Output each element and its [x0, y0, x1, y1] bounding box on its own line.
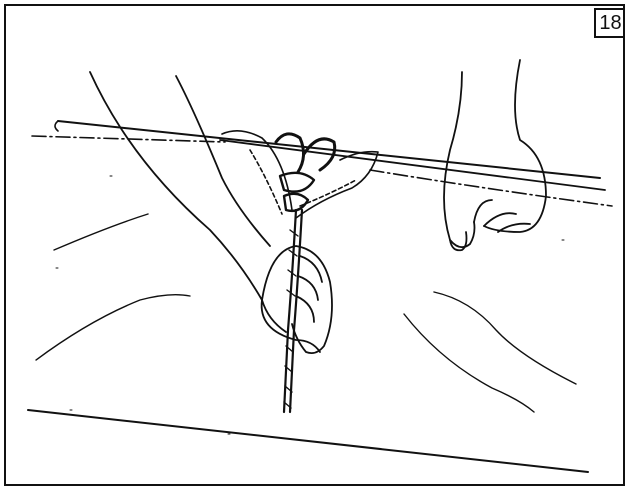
left-hand-holding-rope	[89, 71, 333, 355]
fold-line-right	[369, 169, 613, 207]
rope-loop	[274, 132, 337, 213]
canvas-flap	[221, 130, 379, 219]
pole	[54, 120, 606, 191]
hanging-rope	[282, 208, 304, 414]
canvas-flap-dashed	[249, 149, 357, 215]
illustration-frame	[4, 4, 625, 486]
right-hand-on-pole	[443, 59, 547, 252]
ground-line	[27, 409, 589, 473]
canvas-wrinkles	[35, 213, 577, 413]
step-number-badge: 18	[594, 8, 625, 38]
speck-marks	[55, 175, 565, 435]
